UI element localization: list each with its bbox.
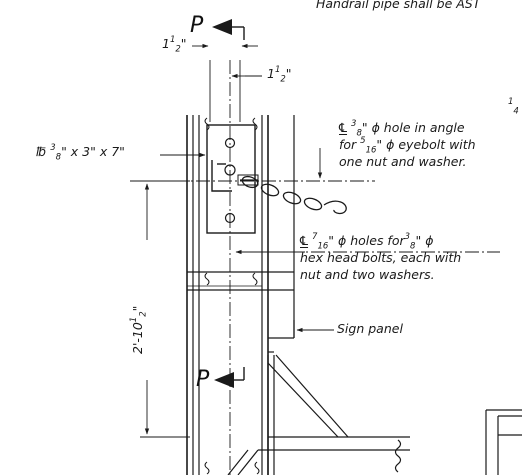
eyebolt-note-line2: for 516" ϕ eyebolt with <box>339 135 476 156</box>
sign-panel-label: Sign panel <box>337 321 403 336</box>
eyebolt-note-line1: ℄ 38" ϕ hole in angle <box>339 118 465 139</box>
corner-detail <box>485 409 522 475</box>
bolts-note-line1: ℄ 716" ϕ holes for38" ϕ <box>300 231 434 252</box>
top-dimension <box>192 43 262 122</box>
section-arrow-top <box>212 19 245 40</box>
break-marks <box>204 117 260 475</box>
chain <box>241 175 347 215</box>
section-arrow-bottom <box>214 367 245 388</box>
sign-panel-bracket <box>268 320 295 339</box>
header-note: Handrail pipe shall be AST <box>316 0 481 11</box>
steel-plate <box>206 124 259 234</box>
dim-height: 2'-1012" <box>128 305 149 354</box>
horizontal-rail <box>187 271 294 291</box>
dim-top-right: 112" <box>267 64 292 85</box>
post <box>186 115 295 475</box>
leaders <box>160 148 334 333</box>
dim-top-left: 112" <box>162 34 187 55</box>
section-label-bottom: P <box>196 367 210 392</box>
lower-frame <box>227 351 410 475</box>
bolts-note-line3: nut and two washers. <box>300 267 435 282</box>
plate-label: ℔ 38" x 3" x 7" <box>36 142 125 163</box>
height-dimension <box>135 180 190 438</box>
eyebolt-note-line3: one nut and washer. <box>339 154 467 169</box>
bolts-note-line2: hex head bolts, each with <box>300 250 462 265</box>
section-label-top: P <box>190 13 204 38</box>
corner-fraction-mark: 14 <box>508 96 519 117</box>
